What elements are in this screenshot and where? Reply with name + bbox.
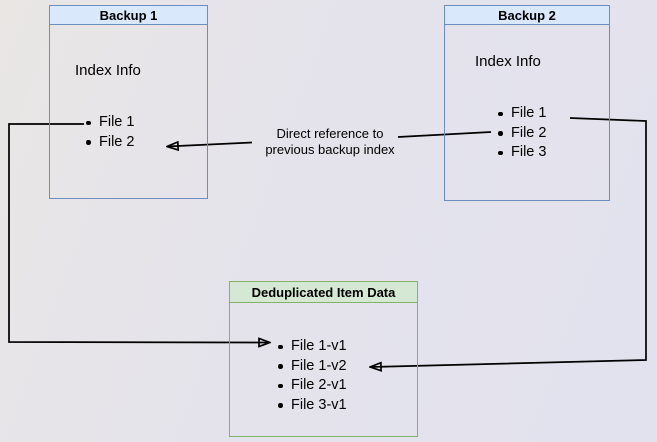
backup2-header: Backup 2	[445, 6, 609, 25]
annotation-line-1: Direct reference to	[276, 126, 384, 141]
backup2-index-label: Index Info	[475, 53, 541, 70]
list-item: File 3	[498, 143, 546, 163]
list-item: File 1	[86, 113, 134, 133]
edge-annotation: Direct reference to previous backup inde…	[250, 126, 410, 157]
dedup-header: Deduplicated Item Data	[230, 282, 417, 303]
backup2-title: Backup 2	[498, 7, 556, 23]
annotation-line-2: previous backup index	[265, 141, 395, 157]
list-item: File 1	[498, 104, 546, 124]
backup1-title: Backup 1	[99, 7, 158, 23]
dedup-title: Deduplicated Item Data	[251, 284, 396, 300]
list-item: File 2	[86, 133, 134, 153]
list-item: File 2	[498, 124, 546, 144]
list-item: File 1-v1	[278, 337, 347, 357]
backup1-index-label: Index Info	[75, 62, 141, 79]
list-item: File 1-v2	[278, 357, 347, 377]
list-item: File 2-v1	[278, 376, 347, 396]
backup1-header: Backup 1	[50, 6, 207, 25]
list-item: File 3-v1	[278, 396, 347, 416]
